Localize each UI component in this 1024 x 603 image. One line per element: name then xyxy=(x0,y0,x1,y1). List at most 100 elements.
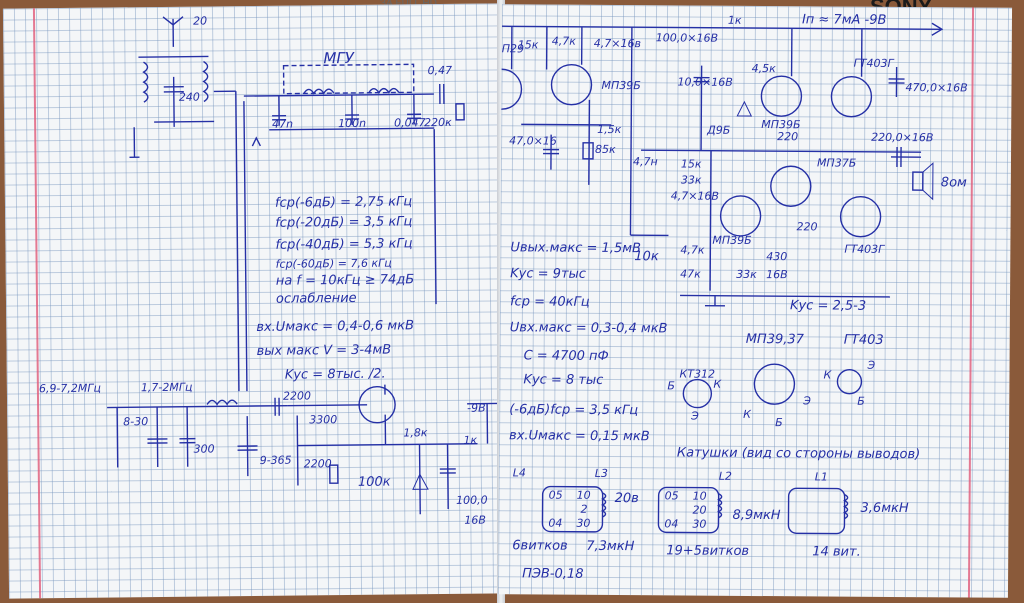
vfo-range-1: 6,9-7,2МГц xyxy=(38,381,102,396)
spec-7: (-6дБ)fср = 3,5 кГц xyxy=(509,402,639,419)
pin-mp-k: К xyxy=(743,407,752,421)
transistor-7-label: ГТ403Г xyxy=(844,242,885,256)
resistor-15: 430 xyxy=(766,250,788,264)
pinout-kt312-title: КТ312 xyxy=(679,367,716,381)
filter-spec-1: fср(-6дБ) = 2,75 кГц xyxy=(274,194,413,211)
coil-l1-inductance: 3,6мкН xyxy=(860,500,909,517)
cap-4: 470,0×16В xyxy=(905,81,968,95)
resistor-6: 1,5к xyxy=(597,122,622,137)
resistor-2: 4,7к xyxy=(551,34,576,48)
coil-l1-turns: 14 вит. xyxy=(812,544,861,560)
left-schematic-wires xyxy=(107,16,498,515)
transistor-2-label: МП39Б xyxy=(601,78,641,93)
coil-l2-inductance: 8,9мкН xyxy=(732,507,781,524)
spec-2: Kус = 9тыс xyxy=(510,266,587,282)
cap-8: 220,0×16В xyxy=(871,130,934,145)
filter-spec-5: на f = 10кГц ≥ 74дБ xyxy=(275,272,415,289)
coil-l4-pin-3: 2 xyxy=(580,502,588,516)
spec-3: fср = 40кГц xyxy=(509,294,590,310)
coil-l4-inductance: 7,3мкН xyxy=(586,538,635,555)
mgu-title: МГУ xyxy=(323,48,355,68)
coil-l4-pin-1: 05 xyxy=(548,488,563,502)
speaker-label: 8ом xyxy=(940,175,967,191)
input-spec-1: вх.Uмакс = 0,4-0,6 мкВ xyxy=(256,318,415,335)
resistor-4: 4,5к xyxy=(751,61,776,76)
coil-l2-pin-4: 04 xyxy=(664,517,679,531)
vfo-electrolytic-v: 16В xyxy=(464,513,486,527)
vfo-supply: -9В xyxy=(467,401,486,415)
resistor-10: 220 xyxy=(796,220,818,234)
resistor-8: 15к xyxy=(680,157,702,171)
vfo-cap-6: 2200 xyxy=(303,457,332,471)
coil-l4-pin-4: 04 xyxy=(548,516,563,530)
spec-6: Kус = 8 тыс xyxy=(523,372,604,388)
pin-gt-b: Б xyxy=(857,394,865,408)
coil-l2-pin-2: 10 xyxy=(692,489,707,503)
coils-title: Катушки (вид со стороны выводов) xyxy=(676,445,921,463)
spec-8: вх.Uмакс = 0,15 мкВ xyxy=(509,428,650,445)
supply-spec: Iп ≈ 7мА -9В xyxy=(801,12,887,28)
vfo-res-1: 1,8к xyxy=(403,426,428,440)
vfo-cap-3: 2200 xyxy=(282,389,312,403)
vfo-res-2: 1к xyxy=(463,433,478,447)
transistor-4-label: ГТ403Г xyxy=(853,56,894,70)
vfo-cap-4: 3300 xyxy=(309,413,338,427)
vfo-cap-2: 300 xyxy=(193,442,215,456)
cap-1: 4,7×16в xyxy=(593,36,642,51)
coil-l3-label: L3 xyxy=(594,466,608,480)
gain-label: Kус = 2,5-3 xyxy=(789,298,867,314)
pin-mp-b: Б xyxy=(775,416,783,430)
coil-l4-pin-5: 30 xyxy=(576,516,591,530)
pin-kt312-e: Э xyxy=(691,409,699,423)
pin-kt312-k: К xyxy=(713,377,722,391)
coil-l4-turns: 6витков xyxy=(512,538,568,554)
cap-7: 4,7×16В xyxy=(670,189,720,203)
diode-label: Д9Б xyxy=(707,123,731,137)
vfo-res-3: 100к xyxy=(357,474,391,490)
pinout-mp-title: МП39,37 xyxy=(745,331,805,348)
coil-l4-label: L4 xyxy=(512,466,526,480)
resistor-12: 4,7к xyxy=(680,243,705,257)
cap-3: 10,0×16В xyxy=(677,75,733,89)
right-notebook-page: Iп ≈ 7мА -9В П29 МП39Б МП39Б ГТ403Г МП37… xyxy=(497,4,1013,598)
mgu-cap-3: 0,047 xyxy=(394,116,426,130)
right-schematic-wires xyxy=(497,22,944,535)
mgu-res-in: 220к xyxy=(424,115,452,130)
cap-2: 100,0×16В xyxy=(655,31,719,45)
resistor-9: 33к xyxy=(680,173,702,187)
coil-l2-label: L2 xyxy=(718,469,732,483)
vfo-cap-5: 9-365 xyxy=(259,453,292,467)
spec-4: Uвх.макс = 0,3-0,4 мкВ xyxy=(509,320,668,337)
resistor-3: 1к xyxy=(727,13,742,27)
antenna-cap-label: 20 xyxy=(192,14,208,28)
coil-wire-spec: ПЭВ-0,18 xyxy=(522,566,584,582)
filter-spec-6: ослабление xyxy=(275,290,357,307)
pinout-gt-title: ГТ403 xyxy=(843,332,884,348)
cap-5: 47,0×16 xyxy=(509,134,557,148)
pin-gt-e: Э xyxy=(867,358,876,372)
pin-kt312-b: Б xyxy=(667,379,675,393)
tank-cap-label: 240 xyxy=(178,90,200,104)
coil-l2-pin-3: 20 xyxy=(692,503,707,517)
coil-l2-pin-5: 30 xyxy=(692,517,707,531)
vfo-electrolytic: 100,0 xyxy=(456,493,488,507)
resistor-13: 47к xyxy=(680,267,701,281)
filter-spec-4: fср(-60дБ) = 7,6 кГц xyxy=(275,256,392,271)
resistor-14: 33к xyxy=(736,267,757,282)
resistor-5: 220 xyxy=(777,130,799,144)
transistor-6-label: МП39Б xyxy=(712,233,752,247)
coil-l3-turns: 20в xyxy=(614,491,639,507)
pin-gt-k: К xyxy=(823,368,832,382)
input-spec-2: вых макс V = 3-4мВ xyxy=(256,342,392,359)
mgu-cap-out: 0,47 xyxy=(427,63,453,78)
mgu-cap-2: 100n xyxy=(338,116,367,131)
resistor-1: 15к xyxy=(517,38,539,52)
pin-mp-e: Э xyxy=(803,394,812,408)
filter-spec-3: fср(-40дБ) = 5,3 кГц xyxy=(275,236,413,253)
left-notebook-page: 20 240 МГУ 0,47 47n 100n 0,047 220к fср(… xyxy=(2,3,506,599)
cap-6: 4,7н xyxy=(632,155,658,169)
input-spec-3: Kус = 8тыс. /2. xyxy=(284,366,386,383)
coil-l2-turns: 19+5витков xyxy=(666,543,750,559)
vfo-cap-1: 8-30 xyxy=(123,415,149,429)
